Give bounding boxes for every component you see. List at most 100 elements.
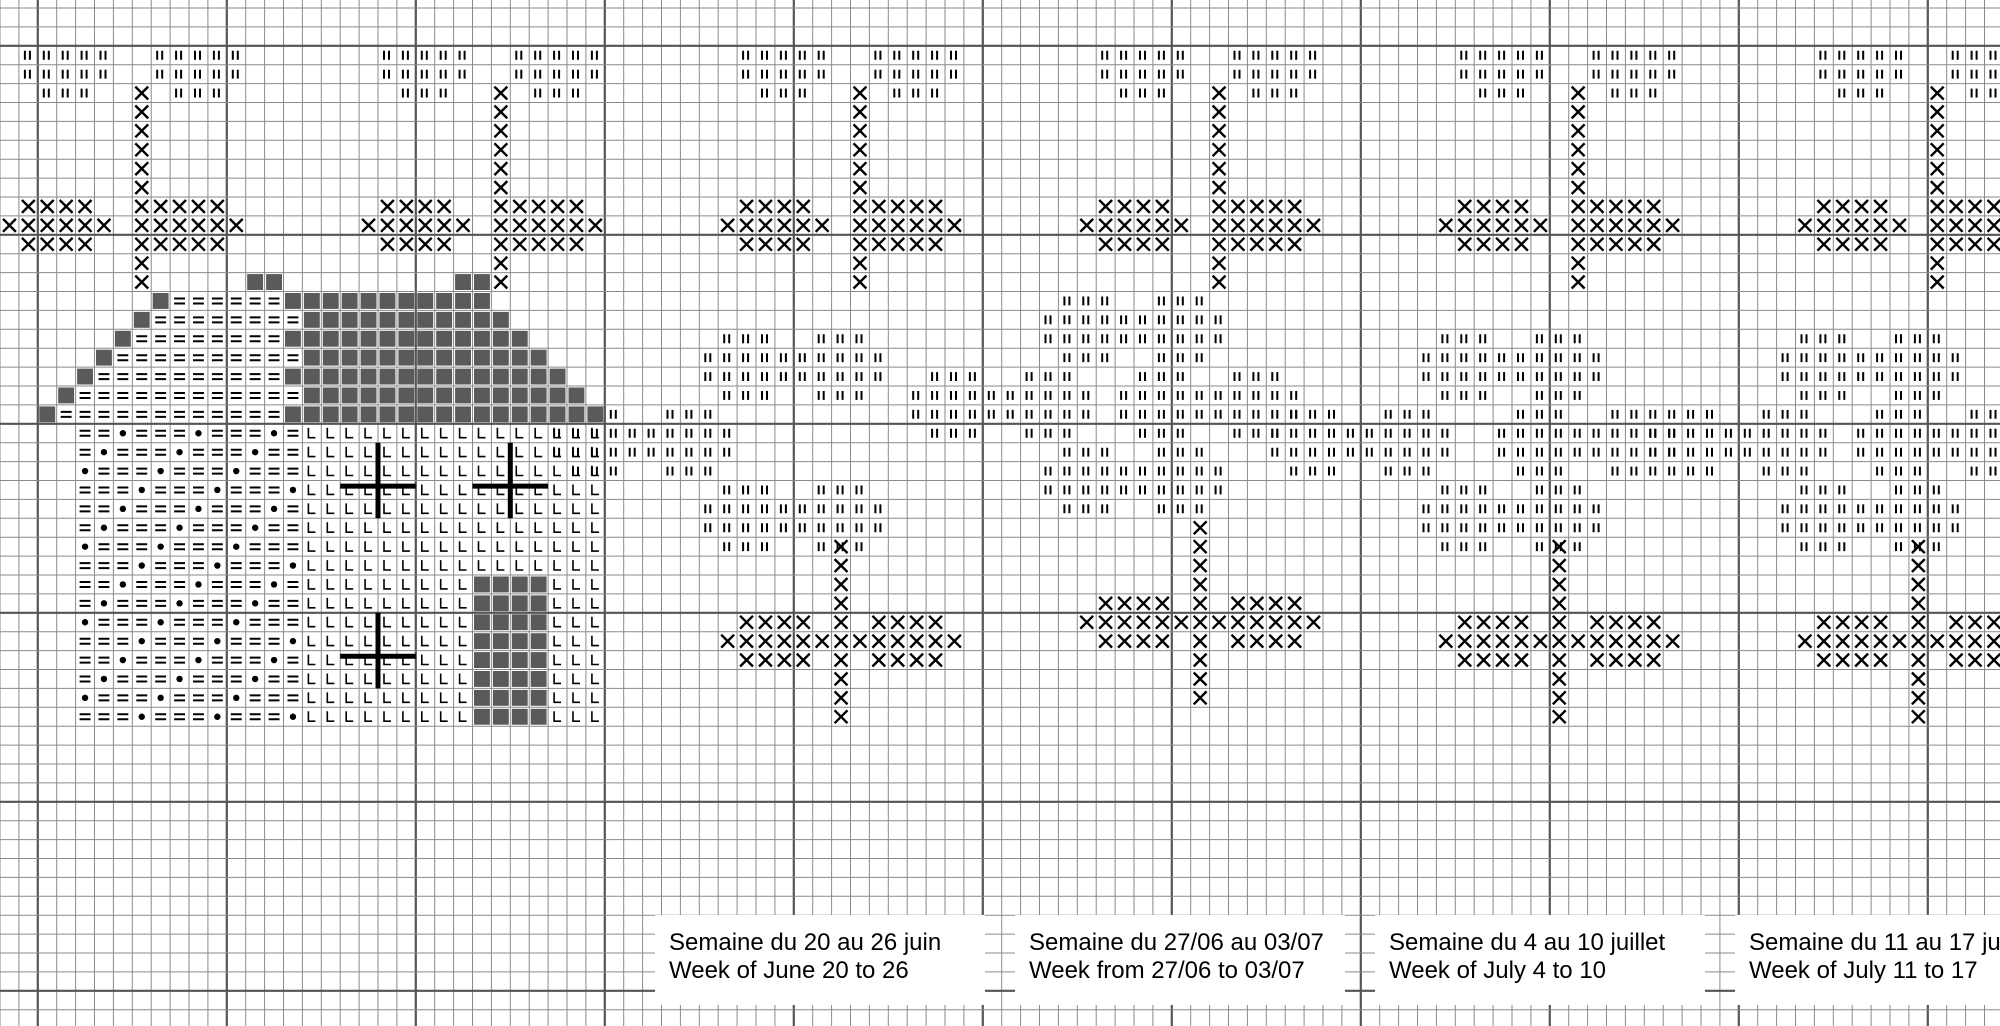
corner-stitch-symbol	[516, 522, 523, 532]
bar-stitch-symbol	[1064, 486, 1069, 495]
corner-stitch-symbol	[573, 560, 580, 570]
bar-stitch-symbol	[1650, 429, 1655, 438]
bar-stitch-symbol	[1405, 410, 1410, 419]
cross-stitch-symbol	[1250, 238, 1263, 251]
bar-stitch-symbol	[1631, 51, 1636, 60]
bar-stitch-symbol	[1480, 353, 1485, 362]
bar-stitch-symbol	[1972, 89, 1977, 98]
bar-stitch-symbol	[1480, 391, 1485, 400]
cross-stitch-symbol	[1213, 616, 1226, 629]
double-line-stitch-symbol	[193, 393, 204, 398]
corner-stitch-symbol	[497, 503, 504, 513]
bar-stitch-symbol	[384, 70, 389, 79]
corner-stitch-symbol	[422, 655, 429, 665]
corner-stitch-symbol	[573, 522, 580, 532]
shaded-stitch-symbol	[398, 369, 414, 385]
bar-stitch-symbol	[1291, 89, 1296, 98]
bar-stitch-symbol	[781, 51, 786, 60]
bar-stitch-symbol	[1896, 504, 1901, 513]
double-line-stitch-symbol	[155, 374, 166, 379]
bar-stitch-symbol	[800, 89, 805, 98]
bar-stitch-symbol	[1329, 410, 1334, 419]
cross-stitch-symbol	[1269, 616, 1282, 629]
bar-stitch-symbol	[1820, 486, 1825, 495]
bar-stitch-symbol	[1178, 467, 1183, 476]
cross-stitch-symbol	[192, 219, 205, 232]
cross-stitch-symbol	[494, 162, 507, 175]
cross-stitch-symbol	[1912, 691, 1925, 704]
bar-stitch-symbol	[1235, 391, 1240, 400]
double-line-stitch-symbol	[136, 469, 147, 474]
bar-stitch-symbol	[781, 372, 786, 381]
cross-stitch-symbol	[98, 219, 111, 232]
cross-stitch-symbol	[1591, 616, 1604, 629]
shaded-stitch-symbol	[417, 312, 433, 328]
corner-stitch-symbol	[422, 466, 429, 476]
bar-stitch-symbol	[611, 410, 616, 419]
cross-stitch-symbol	[1666, 635, 1679, 648]
bar-stitch-symbol	[989, 391, 994, 400]
bar-stitch-symbol	[1915, 410, 1920, 419]
bar-stitch-symbol	[800, 70, 805, 79]
bar-stitch-symbol	[1291, 70, 1296, 79]
cross-stitch-symbol	[1610, 635, 1623, 648]
bar-stitch-symbol	[1064, 410, 1069, 419]
corner-stitch-symbol	[346, 617, 353, 627]
bar-stitch-symbol	[1575, 334, 1580, 343]
corner-stitch-symbol	[308, 560, 315, 570]
shaded-stitch-symbol	[398, 331, 414, 347]
bar-stitch-symbol	[1877, 523, 1882, 532]
double-line-stitch-symbol	[80, 525, 91, 530]
bar-stitch-symbol	[1556, 391, 1561, 400]
cross-stitch-symbol	[1931, 276, 1944, 289]
bar-stitch-symbol	[25, 51, 30, 60]
double-line-stitch-symbol	[174, 299, 185, 304]
corner-stitch-symbol	[441, 617, 448, 627]
cross-stitch-symbol	[1912, 654, 1925, 667]
bar-stitch-symbol	[913, 391, 918, 400]
dot-stitch-symbol	[101, 600, 107, 606]
bar-stitch-symbol	[1537, 353, 1542, 362]
bar-stitch-symbol	[724, 448, 729, 457]
double-line-stitch-symbol	[174, 563, 185, 568]
bar-stitch-symbol	[1424, 429, 1429, 438]
bar-stitch-symbol	[44, 51, 49, 60]
shaded-stitch-symbol	[474, 709, 490, 725]
bar-stitch-symbol	[1046, 391, 1051, 400]
cross-stitch-symbol	[1250, 219, 1263, 232]
dot-stitch-symbol	[139, 487, 145, 493]
bar-stitch-symbol	[1216, 410, 1221, 419]
cross-stitch-symbol	[1666, 219, 1679, 232]
double-line-stitch-symbol	[155, 582, 166, 587]
corner-stitch-symbol	[592, 711, 599, 721]
corner-stitch-symbol	[327, 466, 334, 476]
bar-stitch-symbol	[1253, 372, 1258, 381]
cross-stitch-symbol	[1553, 578, 1566, 591]
shaded-stitch-symbol	[285, 406, 301, 422]
cross-stitch-symbol	[532, 238, 545, 251]
bar-stitch-symbol	[857, 372, 862, 381]
double-line-stitch-symbol	[174, 714, 185, 719]
bar-stitch-symbol	[1915, 353, 1920, 362]
corner-stitch-symbol	[346, 692, 353, 702]
corner-stitch-symbol	[479, 447, 486, 457]
cross-stitch-symbol	[872, 238, 885, 251]
cross-stitch-symbol	[211, 238, 224, 251]
bar-stitch-symbol	[1348, 448, 1353, 457]
bar-stitch-symbol	[82, 70, 87, 79]
bar-stitch-symbol	[1083, 391, 1088, 400]
bar-stitch-symbol	[951, 429, 956, 438]
cross-stitch-symbol	[60, 219, 73, 232]
shaded-stitch-symbol	[512, 388, 528, 404]
cross-stitch-symbol	[1477, 200, 1490, 213]
cross-stitch-symbol	[1874, 200, 1887, 213]
double-line-stitch-symbol	[155, 488, 166, 493]
bar-stitch-symbol	[1896, 429, 1901, 438]
shaded-stitch-symbol	[512, 331, 528, 347]
double-line-stitch-symbol	[155, 639, 166, 644]
shaded-stitch-symbol	[398, 350, 414, 366]
corner-stitch-symbol	[384, 674, 391, 684]
cross-stitch-symbol	[1931, 635, 1944, 648]
double-line-stitch-symbol	[174, 355, 185, 360]
bar-stitch-symbol	[1594, 70, 1599, 79]
